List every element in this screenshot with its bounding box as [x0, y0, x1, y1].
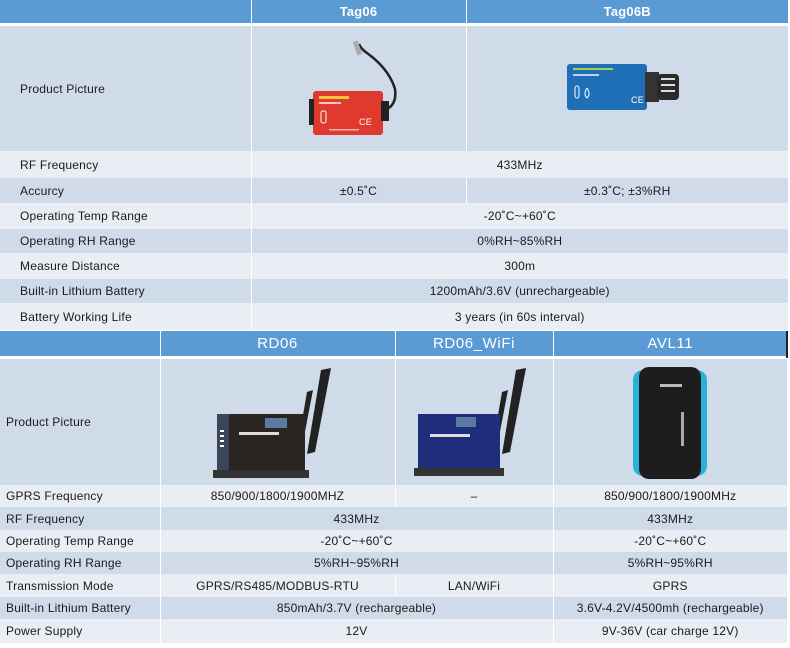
header-rd06-wifi: RD06_WiFi [394, 331, 553, 356]
header-empty-cell [0, 0, 251, 23]
row-value-rd06-shared: 433MHz [159, 507, 553, 530]
svg-text:CE: CE [631, 95, 644, 105]
table-row: RF Frequency 433MHz 433MHz [0, 507, 787, 530]
rd06-wifi-picture [394, 359, 553, 485]
table-edge-divider [786, 331, 788, 358]
table-row: Built-in Lithium Battery 1200mAh/3.6V (u… [0, 279, 788, 303]
avl11-picture [552, 359, 787, 485]
row-label: Product Picture [0, 26, 251, 151]
row-value-avl11: 5%RH~95%RH [552, 552, 787, 574]
table-row: Measure Distance 300m [0, 253, 788, 279]
row-value-rd06-shared: 5%RH~95%RH [159, 552, 553, 574]
table-row: Operating RH Range 5%RH~95%RH 5%RH~95%RH [0, 552, 787, 574]
row-label: Operating Temp Range [0, 203, 251, 229]
row-label: Built-in Lithium Battery [0, 597, 160, 619]
row-label: Measure Distance [0, 253, 251, 279]
row-label: Operating RH Range [0, 229, 251, 253]
row-value: 3 years (in 60s interval) [250, 303, 788, 330]
row-value-rd06-wifi: LAN/WiFi [394, 574, 553, 597]
table-row: Battery Working Life 3 years (in 60s int… [0, 303, 788, 330]
table-row: RF Frequency 433MHz [0, 151, 788, 178]
row-value-rd06: GPRS/RS485/MODBUS-RTU [159, 574, 395, 597]
tag06-sensor-image: CE [308, 39, 397, 135]
row-value-rd06-shared: 850mAh/3.7V (rechargeable) [159, 597, 553, 619]
header-rd06: RD06 [159, 331, 395, 356]
row-value: 0%RH~85%RH [250, 229, 788, 253]
row-label: Operating Temp Range [0, 530, 160, 552]
row-label: RF Frequency [0, 507, 160, 530]
table-row: Operating RH Range 0%RH~85%RH [0, 229, 788, 253]
table-row: Transmission Mode GPRS/RS485/MODBUS-RTU … [0, 574, 787, 597]
row-label: Accurcy [0, 178, 251, 203]
row-value-avl11: 850/900/1800/1900MHz [552, 485, 787, 507]
row-label: GPRS Frequency [0, 485, 160, 507]
row-value: -20˚C~+60˚C [250, 203, 788, 229]
gateway-spec-table: RD06 RD06_WiFi AVL11 Product Picture [0, 331, 787, 643]
row-value-avl11: 433MHz [552, 507, 787, 530]
header-tag06b: Tag06B [465, 0, 788, 23]
row-label: Power Supply [0, 619, 160, 643]
row-label: Product Picture [0, 359, 160, 485]
row-value-avl11: -20˚C~+60˚C [552, 530, 787, 552]
table-row: Operating Temp Range -20˚C~+60˚C -20˚C~+… [0, 530, 787, 552]
row-label: Battery Working Life [0, 303, 251, 330]
table-row: Product Picture [0, 359, 787, 485]
row-value-avl11: GPRS [552, 574, 787, 597]
table-row: Accurcy ±0.5˚C ±0.3˚C; ±3%RH [0, 178, 788, 203]
row-value-rd06: 850/900/1800/1900MHZ [159, 485, 395, 507]
table-header-row: Tag06 Tag06B [0, 0, 788, 23]
rd06-gateway-image [212, 368, 331, 478]
tag06b-sensor-image: CE [567, 63, 680, 110]
avl11-tracker-image [633, 367, 708, 479]
tag06-picture: CE [250, 26, 466, 151]
row-value-avl11: 3.6V-4.2V/4500mh (rechargeable) [552, 597, 787, 619]
row-label: RF Frequency [0, 151, 251, 178]
row-value-rd06-wifi: – [394, 485, 553, 507]
row-value: 1200mAh/3.6V (unrechargeable) [250, 279, 788, 303]
row-value-rd06-shared: 12V [159, 619, 553, 643]
row-value: 300m [250, 253, 788, 279]
row-value-tag06b: ±0.3˚C; ±3%RH [465, 178, 788, 203]
row-label: Built-in Lithium Battery [0, 279, 251, 303]
rd06-wifi-gateway-image [414, 368, 526, 476]
table-row: Product Picture CE [0, 26, 788, 151]
table-row: Power Supply 12V 9V-36V (car charge 12V) [0, 619, 787, 643]
tag-spec-table: Tag06 Tag06B Product Picture CE [0, 0, 788, 330]
table-row: GPRS Frequency 850/900/1800/1900MHZ – 85… [0, 485, 787, 507]
table-row: Built-in Lithium Battery 850mAh/3.7V (re… [0, 597, 787, 619]
table-header-row: RD06 RD06_WiFi AVL11 [0, 331, 787, 356]
row-value-tag06: ±0.5˚C [250, 178, 466, 203]
header-avl11: AVL11 [552, 331, 787, 356]
header-empty-cell [0, 331, 160, 356]
svg-text:CE: CE [359, 117, 372, 127]
header-tag06: Tag06 [250, 0, 466, 23]
row-label: Transmission Mode [0, 574, 160, 597]
rd06-picture [159, 359, 395, 485]
row-value: 433MHz [250, 151, 788, 178]
table-row: Operating Temp Range -20˚C~+60˚C [0, 203, 788, 229]
row-label: Operating RH Range [0, 552, 160, 574]
row-value-avl11: 9V-36V (car charge 12V) [552, 619, 787, 643]
row-value-rd06-shared: -20˚C~+60˚C [159, 530, 553, 552]
tag06b-picture: CE [465, 26, 788, 151]
